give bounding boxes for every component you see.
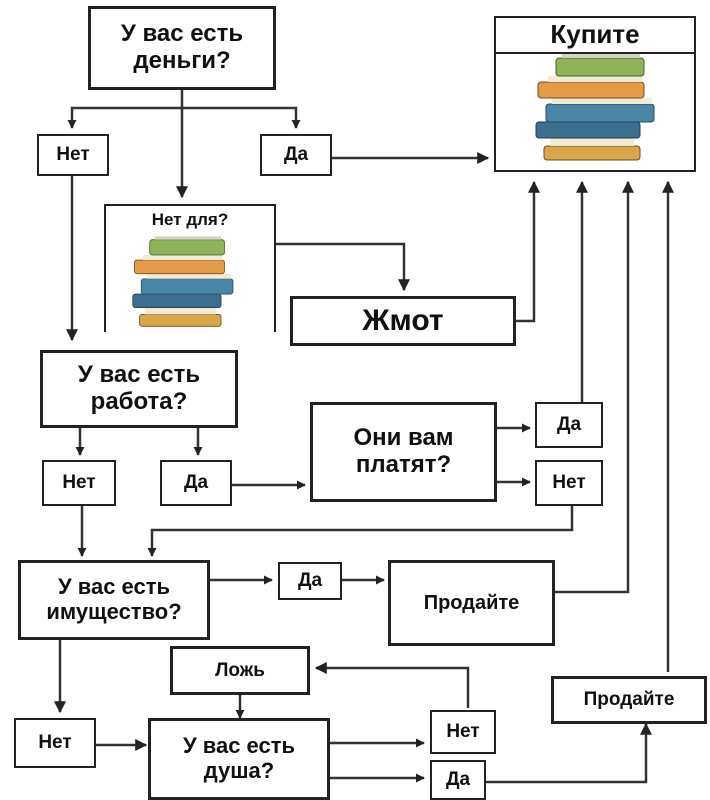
stingy-box: Жмот bbox=[290, 296, 516, 346]
answer-yes-pay: Да bbox=[535, 402, 603, 448]
question-have-money: У вас есть деньги? bbox=[88, 6, 276, 90]
sell-property-box: Продайте bbox=[388, 560, 555, 646]
answer-yes-soul: Да bbox=[430, 760, 486, 800]
lie-box: Ложь bbox=[170, 646, 310, 695]
question-have-job: У вас есть работа? bbox=[40, 350, 238, 428]
buy-label: Купите bbox=[496, 19, 694, 54]
answer-yes-property: Да bbox=[278, 562, 342, 600]
answer-no-pay: Нет bbox=[535, 460, 603, 506]
book-stack-image bbox=[132, 236, 234, 327]
answer-no-soul: Нет bbox=[430, 710, 496, 754]
question-do-they-pay: Они вам платят? bbox=[310, 402, 497, 502]
answer-no-job: Нет bbox=[42, 460, 116, 506]
answer-yes-job: Да bbox=[160, 460, 232, 506]
sell-soul-box: Продайте bbox=[551, 676, 707, 724]
answer-no-money: Нет bbox=[37, 134, 109, 176]
why-no-label: Нет для? bbox=[151, 210, 229, 229]
question-have-soul: У вас есть душа? bbox=[148, 718, 330, 800]
book-stack-image bbox=[535, 54, 655, 161]
question-have-property: У вас есть имущество? bbox=[18, 560, 210, 640]
answer-no-property: Нет bbox=[14, 718, 96, 768]
answer-yes-money: Да bbox=[260, 134, 332, 176]
